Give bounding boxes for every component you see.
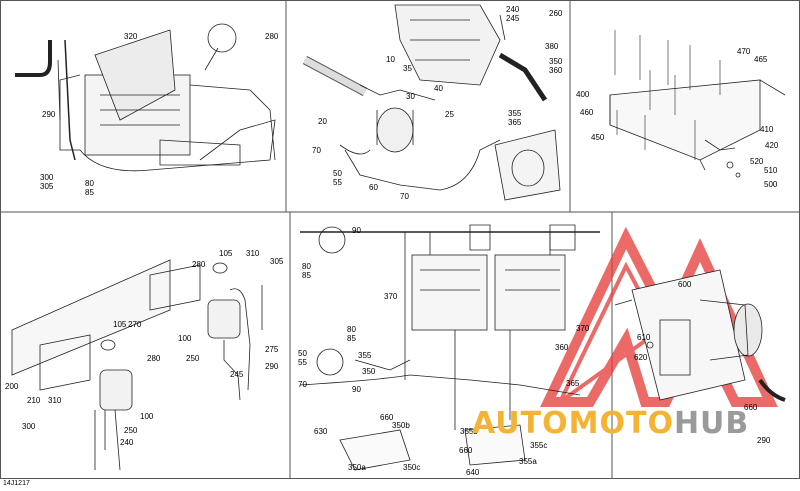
callout-label: 355 <box>508 109 522 118</box>
callout-label: 400 <box>576 90 590 99</box>
callout-label: 420 <box>765 141 779 150</box>
callout-label: 470 <box>737 47 751 56</box>
callout-label: 210 <box>27 396 41 405</box>
callout-label: 510 <box>764 166 778 175</box>
callout-label: 200 <box>5 382 19 391</box>
callout-label: 500 <box>764 180 778 189</box>
callout-label: 245 <box>230 370 244 379</box>
watermark-text-right: HUB <box>673 406 750 441</box>
exhaust-engine-drawing <box>15 23 276 172</box>
callout-label: 310 <box>246 249 260 258</box>
callout-label: 60 <box>369 183 378 192</box>
callout-label: 450 <box>591 133 605 142</box>
callout-label: 370 <box>576 324 590 333</box>
callout-label: 25 <box>445 110 454 119</box>
callout-label: 250 <box>186 354 200 363</box>
callout-label: 350a <box>348 463 366 472</box>
callout-label: 280 <box>265 32 279 41</box>
callout-label: 640 <box>466 468 480 477</box>
callout-label: 20 <box>318 117 327 126</box>
callout-label: 465 <box>754 55 768 64</box>
callout-label: 85 <box>347 334 356 343</box>
callout-label: 355c <box>530 441 548 450</box>
callout-label: 260 <box>549 9 563 18</box>
callout-label: 240 <box>120 438 134 447</box>
callout-label: 80 <box>347 325 356 334</box>
callout-label: 365 <box>566 379 580 388</box>
callout-label: 70 <box>400 192 409 201</box>
callout-label: 370 <box>384 292 398 301</box>
mounting-plate-drawing <box>609 30 786 178</box>
callout-label: 360 <box>555 343 569 352</box>
callout-label: 300 <box>22 422 36 431</box>
callout-label: 55 <box>298 358 307 367</box>
callout-label: 105 <box>113 320 127 329</box>
tank-drawing <box>11 259 263 471</box>
callout-label: 50 <box>333 169 342 178</box>
callout-label: 305 <box>270 257 284 266</box>
callout-label: 80 <box>85 179 94 188</box>
callout-label: 70 <box>298 380 307 389</box>
callout-label: 280 <box>147 354 161 363</box>
callout-label: 610 <box>637 333 651 342</box>
watermark-text-left: AUTOMOTO <box>472 406 674 441</box>
callout-label: 270 <box>128 320 142 329</box>
callout-label: 460 <box>580 108 594 117</box>
callout-label: 520 <box>750 157 764 166</box>
callout-label: 320 <box>124 32 138 41</box>
callout-label: 305 <box>40 182 54 191</box>
callout-label: 280 <box>192 260 206 269</box>
callout-label: 380 <box>545 42 559 51</box>
callout-label: 30 <box>406 92 415 101</box>
callout-label: 80 <box>302 262 311 271</box>
callout-label: 355a <box>519 457 537 466</box>
callout-label: 310 <box>48 396 62 405</box>
callout-label: 290 <box>757 436 771 445</box>
callout-label: 90 <box>352 385 361 394</box>
callout-label: 660 <box>744 403 758 412</box>
callout-label: 275 <box>265 345 279 354</box>
callout-label: 290 <box>42 110 56 119</box>
callout-label: 290 <box>265 362 279 371</box>
water-line-drawing <box>299 224 600 471</box>
drive-unit-drawing <box>614 269 786 402</box>
callout-label: 350c <box>403 463 421 472</box>
watermark-text: AUTOMOTOHUB <box>472 406 749 441</box>
callout-label: 350 <box>549 57 563 66</box>
callout-label: 350b <box>392 421 410 430</box>
callout-label: 50 <box>298 349 307 358</box>
callout-label: 245 <box>506 14 520 23</box>
engine-hose-drawing <box>302 4 561 201</box>
callout-label: 600 <box>678 280 692 289</box>
callout-label: 240 <box>506 5 520 14</box>
callout-label: 620 <box>634 353 648 362</box>
callout-label: 350 <box>362 367 376 376</box>
callout-label: 250 <box>124 426 138 435</box>
callout-label: 355 <box>358 351 372 360</box>
callout-label: 355b <box>460 427 478 436</box>
callout-label: 660 <box>459 446 473 455</box>
callout-label: 90 <box>352 226 361 235</box>
callout-label: 300 <box>40 173 54 182</box>
callout-label: 410 <box>760 125 774 134</box>
callout-label: 100 <box>140 412 154 421</box>
callout-label: 40 <box>434 84 443 93</box>
callout-label: 105 <box>219 249 233 258</box>
callout-label: 660 <box>380 413 394 422</box>
callout-label: 70 <box>312 146 321 155</box>
callout-label: 630 <box>314 427 328 436</box>
callout-label: 365 <box>508 118 522 127</box>
callout-label: 85 <box>85 188 94 197</box>
callout-label: 85 <box>302 271 311 280</box>
callout-label: 360 <box>549 66 563 75</box>
callout-label: 35 <box>403 64 412 73</box>
callout-label: 55 <box>333 178 342 187</box>
callout-label: 10 <box>386 55 395 64</box>
callout-label: 100 <box>178 334 192 343</box>
image-reference: 14J1217 <box>3 480 30 487</box>
